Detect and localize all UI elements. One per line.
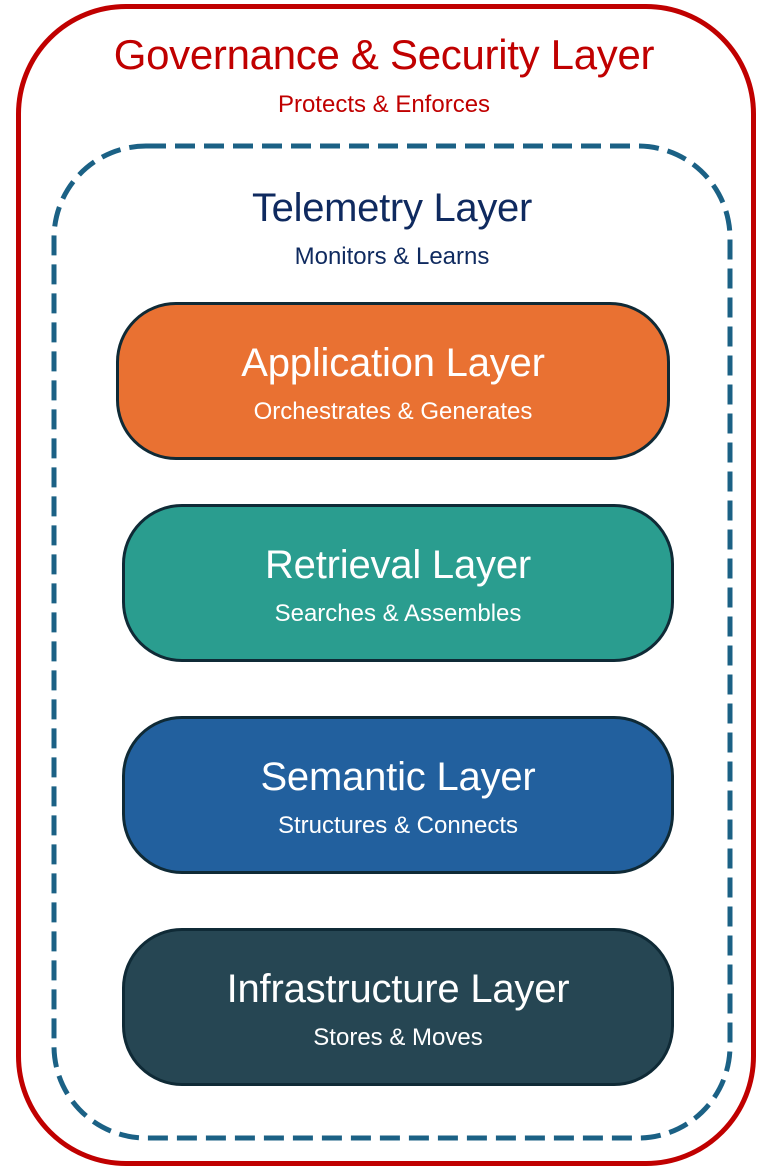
governance-layer-title: Governance & Security Layer <box>113 31 655 78</box>
application-layer-box: Application Layer Orchestrates & Generat… <box>116 302 670 460</box>
semantic-layer-box: Semantic Layer Structures & Connects <box>122 716 674 874</box>
telemetry-dashed-border <box>51 143 733 1141</box>
telemetry-layer-title: Telemetry Layer <box>251 186 533 230</box>
governance-security-layer-boundary <box>16 4 756 1166</box>
retrieval-layer-box: Retrieval Layer Searches & Assembles <box>122 504 674 662</box>
infrastructure-layer-subtitle: Stores & Moves <box>313 1024 483 1051</box>
infrastructure-layer-title: Infrastructure Layer <box>226 967 570 1011</box>
infrastructure-layer-box: Infrastructure Layer Stores & Moves <box>122 928 674 1086</box>
application-layer-subtitle: Orchestrates & Generates <box>253 398 533 425</box>
semantic-layer-subtitle: Structures & Connects <box>277 812 519 839</box>
telemetry-layer-subtitle: Monitors & Learns <box>294 243 490 270</box>
retrieval-layer-subtitle: Searches & Assembles <box>274 600 522 627</box>
retrieval-layer-title: Retrieval Layer <box>264 543 531 587</box>
application-layer-title: Application Layer <box>241 341 545 385</box>
semantic-layer-title: Semantic Layer <box>260 755 536 799</box>
governance-layer-subtitle: Protects & Enforces <box>277 91 491 118</box>
